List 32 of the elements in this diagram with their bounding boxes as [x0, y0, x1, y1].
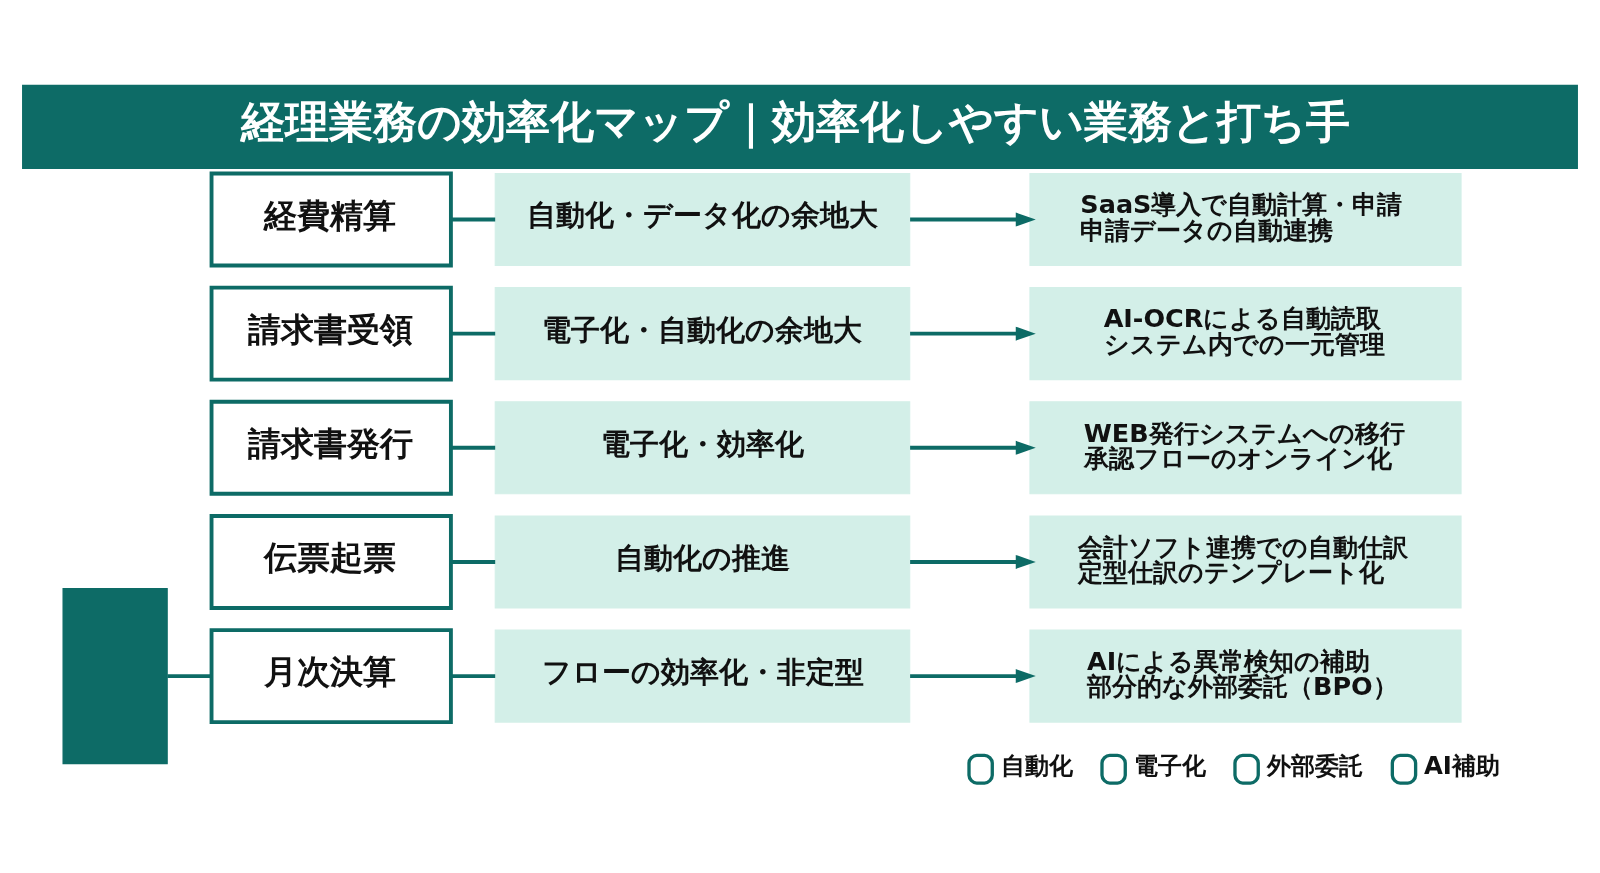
arrow [910, 668, 1036, 683]
node-box: 会計ソフト連携での自動仕訳 定型仕訳のテンプレート化 [1029, 514, 1462, 608]
node-box: 自動化・データ化の余地大 [494, 172, 911, 266]
arrow [910, 554, 1036, 569]
legend-label: 自動化 [1000, 750, 1073, 780]
connector [451, 217, 496, 221]
node-box: 経費精算 [209, 171, 453, 267]
node-box: 月次決算 [209, 627, 453, 724]
legend-label: 外部委託 [1266, 750, 1363, 780]
connector [167, 673, 212, 678]
node-box: 請求書受領 [209, 285, 453, 382]
legend-label: AI補助 [1423, 750, 1500, 780]
node-box: SaaS導入で自動計算・申請 申請データの自動連携 [1029, 172, 1462, 266]
diagram-title: 経理業務の効率化マップ｜効率化しやすい業務と打ち手 [240, 95, 1350, 147]
node-box: AIによる異常検知の補助 部分的な外部委託（BPO） [1029, 629, 1462, 723]
node-box: 自動化の推進 [494, 514, 911, 608]
legend-label: 電子化 [1133, 750, 1206, 780]
node-box: 伝票起票 [209, 513, 453, 610]
node-box: 電子化・自動化の余地大 [494, 286, 911, 380]
arrow [910, 440, 1036, 455]
node-box: AI-OCRによる自動読取 システム内での一元管理 [1029, 286, 1462, 380]
node-box: WEB発行システムへの移行 承認フローのオンライン化 [1029, 400, 1462, 494]
node-box: 電子化・効率化 [494, 400, 911, 494]
connector [451, 331, 496, 336]
connector [451, 445, 496, 450]
node-box [62, 587, 168, 764]
arrow [910, 326, 1036, 341]
node-box: 請求書発行 [209, 399, 453, 496]
arrow [910, 212, 1036, 226]
connector [451, 559, 496, 564]
node-box: フローの効率化・非定型 [494, 629, 911, 723]
connector [451, 673, 496, 678]
